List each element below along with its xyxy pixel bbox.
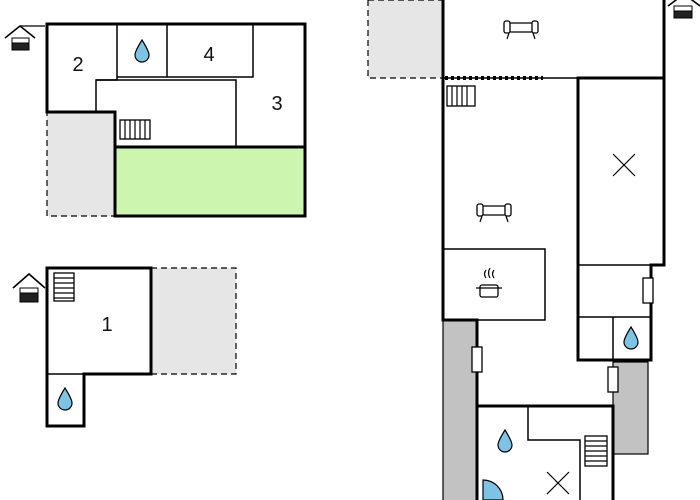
building-b: 1 [12,266,237,428]
stairs-icon [584,435,608,467]
building-a: 2 4 3 [4,22,307,218]
window-icon [471,346,483,373]
terrace-area [113,145,307,218]
room-3-wall [96,79,237,147]
house-entrance-icon [12,272,46,303]
x-mark-icon [612,153,636,177]
water-drop-icon [134,38,150,63]
stairs-icon [119,119,151,140]
water-drop-icon [57,386,73,411]
shower-icon [482,479,504,500]
lower-block-wall [475,404,615,500]
building-a-outer-wall [45,22,307,218]
room-2-label: 2 [72,54,83,76]
cooking-pot-icon [476,267,502,298]
window-icon [642,277,654,304]
room-2-wall [95,24,118,112]
building-c [367,0,700,500]
covered-area-c [367,0,444,79]
room-3-label: 3 [271,93,282,115]
room-1-label: 1 [101,314,112,336]
covered-area-a [46,111,116,217]
room-4-bottom-wall [167,24,254,78]
gray-area-right [612,361,649,455]
window-icon [607,366,619,393]
stairs-icon [53,272,75,302]
water-drop-icon [497,428,513,453]
stairs-icon [446,85,476,107]
water-drop-icon [623,325,639,350]
lower-divider [527,406,581,500]
kitchen-area [442,248,546,321]
covered-area-b [150,267,237,375]
house-entrance-icon [4,24,45,51]
living-wall-right [649,0,666,362]
sofa-icon [476,203,512,223]
room-4-label: 4 [203,44,214,66]
sofa-icon [503,20,539,40]
bedroom-wall [576,76,666,362]
x-mark-icon [546,471,570,495]
house-entrance-icon [667,0,700,19]
